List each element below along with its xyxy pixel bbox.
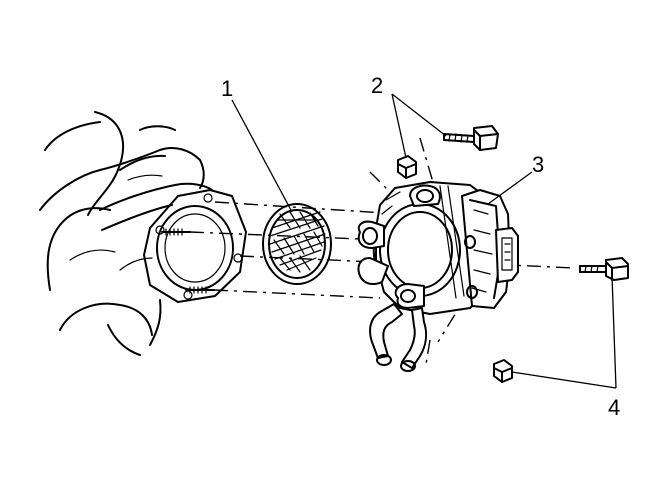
- throttle-body-bolt-right: [579, 257, 629, 281]
- callout-1-gasket: 1: [221, 76, 233, 101]
- leader-lines: [231, 93, 617, 389]
- manifold-studs: [161, 228, 215, 294]
- throttle-body-nut-bottom: [493, 359, 513, 383]
- intake-manifold: [39, 111, 213, 356]
- throttle-body-nut-top: [397, 155, 417, 179]
- callout-2-nuts: 2: [371, 73, 383, 98]
- alignment-lines: [189, 137, 576, 365]
- callout-4-bolts: 4: [608, 395, 620, 420]
- coolant-hose-left: [369, 303, 403, 366]
- throttle-body: [357, 181, 519, 315]
- throttle-body-bolt-top: [443, 125, 499, 151]
- throttle-body-gasket: [262, 203, 332, 285]
- callout-3-throttle-body: 3: [532, 152, 544, 177]
- coolant-hose-right: [400, 307, 428, 372]
- manifold-flange: [143, 189, 247, 303]
